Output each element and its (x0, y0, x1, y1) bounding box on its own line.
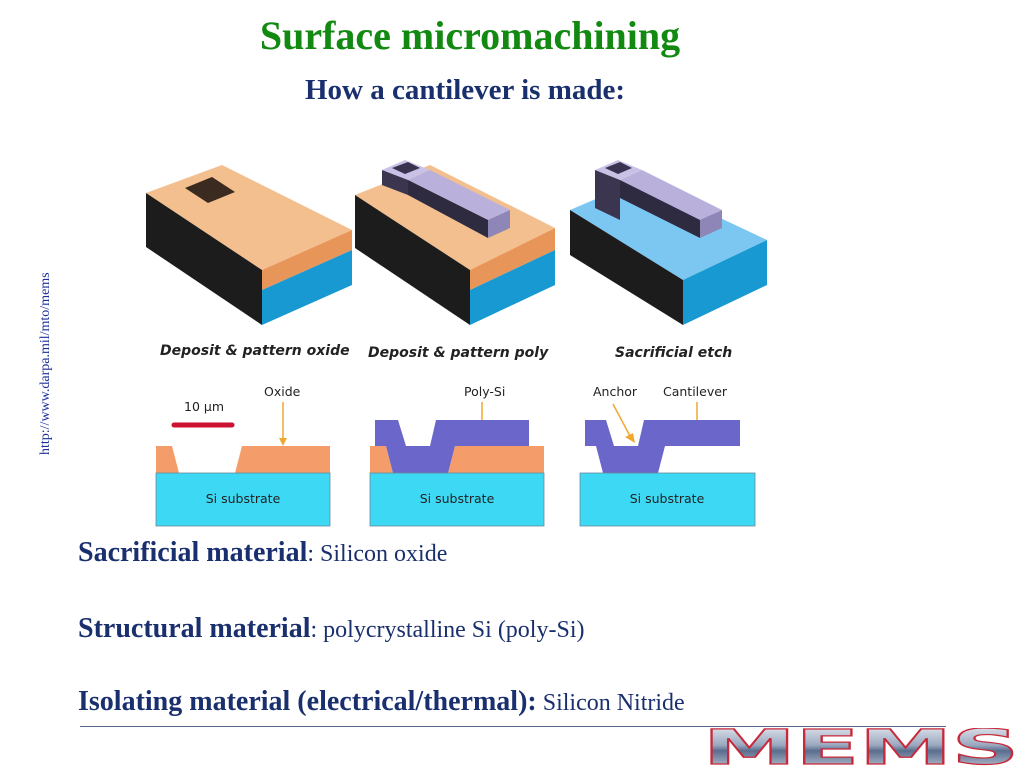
mems-logo: MEMS (702, 728, 1019, 768)
bullet-structural: Structural material: polycrystalline Si … (78, 613, 585, 644)
bullet-key: Sacrificial material (78, 537, 308, 568)
cross-section-oxide: Oxide 10 µm Si substrate (155, 384, 331, 527)
scale-label: 10 µm (184, 399, 224, 414)
block-oxide-3d (146, 165, 352, 325)
bullet-sacrificial: Sacrificial material: Silicon oxide (78, 537, 448, 568)
label-poly: Poly-Si (464, 384, 505, 399)
substrate-label-2: Si substrate (420, 491, 495, 506)
block-poly-3d (355, 160, 555, 325)
cantilever-process-figure: Deposit & pattern oxide Deposit & patter… (146, 160, 767, 527)
caption-step-1: Deposit & pattern oxide (160, 343, 350, 359)
bullet-key: Isolating material (electrical/thermal): (78, 686, 537, 717)
label-oxide: Oxide (264, 384, 301, 399)
footer-divider (80, 726, 946, 727)
caption-step-2: Deposit & pattern poly (368, 345, 549, 361)
bullet-key: Structural material (78, 613, 311, 644)
slide-subtitle: How a cantilever is made: (304, 74, 626, 106)
side-url: http://www.darpa.mil/mto/mems (38, 272, 53, 455)
substrate-label-1: Si substrate (206, 491, 281, 506)
block-etch-3d (570, 160, 767, 325)
bullet-isolating: Isolating material (electrical/thermal):… (78, 686, 685, 718)
mems-logo-text: MEMS (703, 728, 1019, 768)
substrate-label-3: Si substrate (630, 491, 705, 506)
label-cantilever: Cantilever (663, 384, 728, 399)
cross-section-poly: Poly-Si Si substrate (369, 384, 545, 527)
cross-section-etch: Anchor Cantilever Si substrate (579, 384, 756, 527)
slide-title: Surface micromachining (259, 13, 681, 58)
bullet-value: polycrystalline Si (poly-Si) (323, 617, 585, 643)
label-anchor: Anchor (593, 384, 638, 399)
caption-step-3: Sacrificial etch (615, 345, 732, 361)
oxide-window (185, 177, 235, 203)
bullet-value: Silicon Nitride (542, 690, 685, 716)
bullet-value: Silicon oxide (320, 541, 448, 567)
